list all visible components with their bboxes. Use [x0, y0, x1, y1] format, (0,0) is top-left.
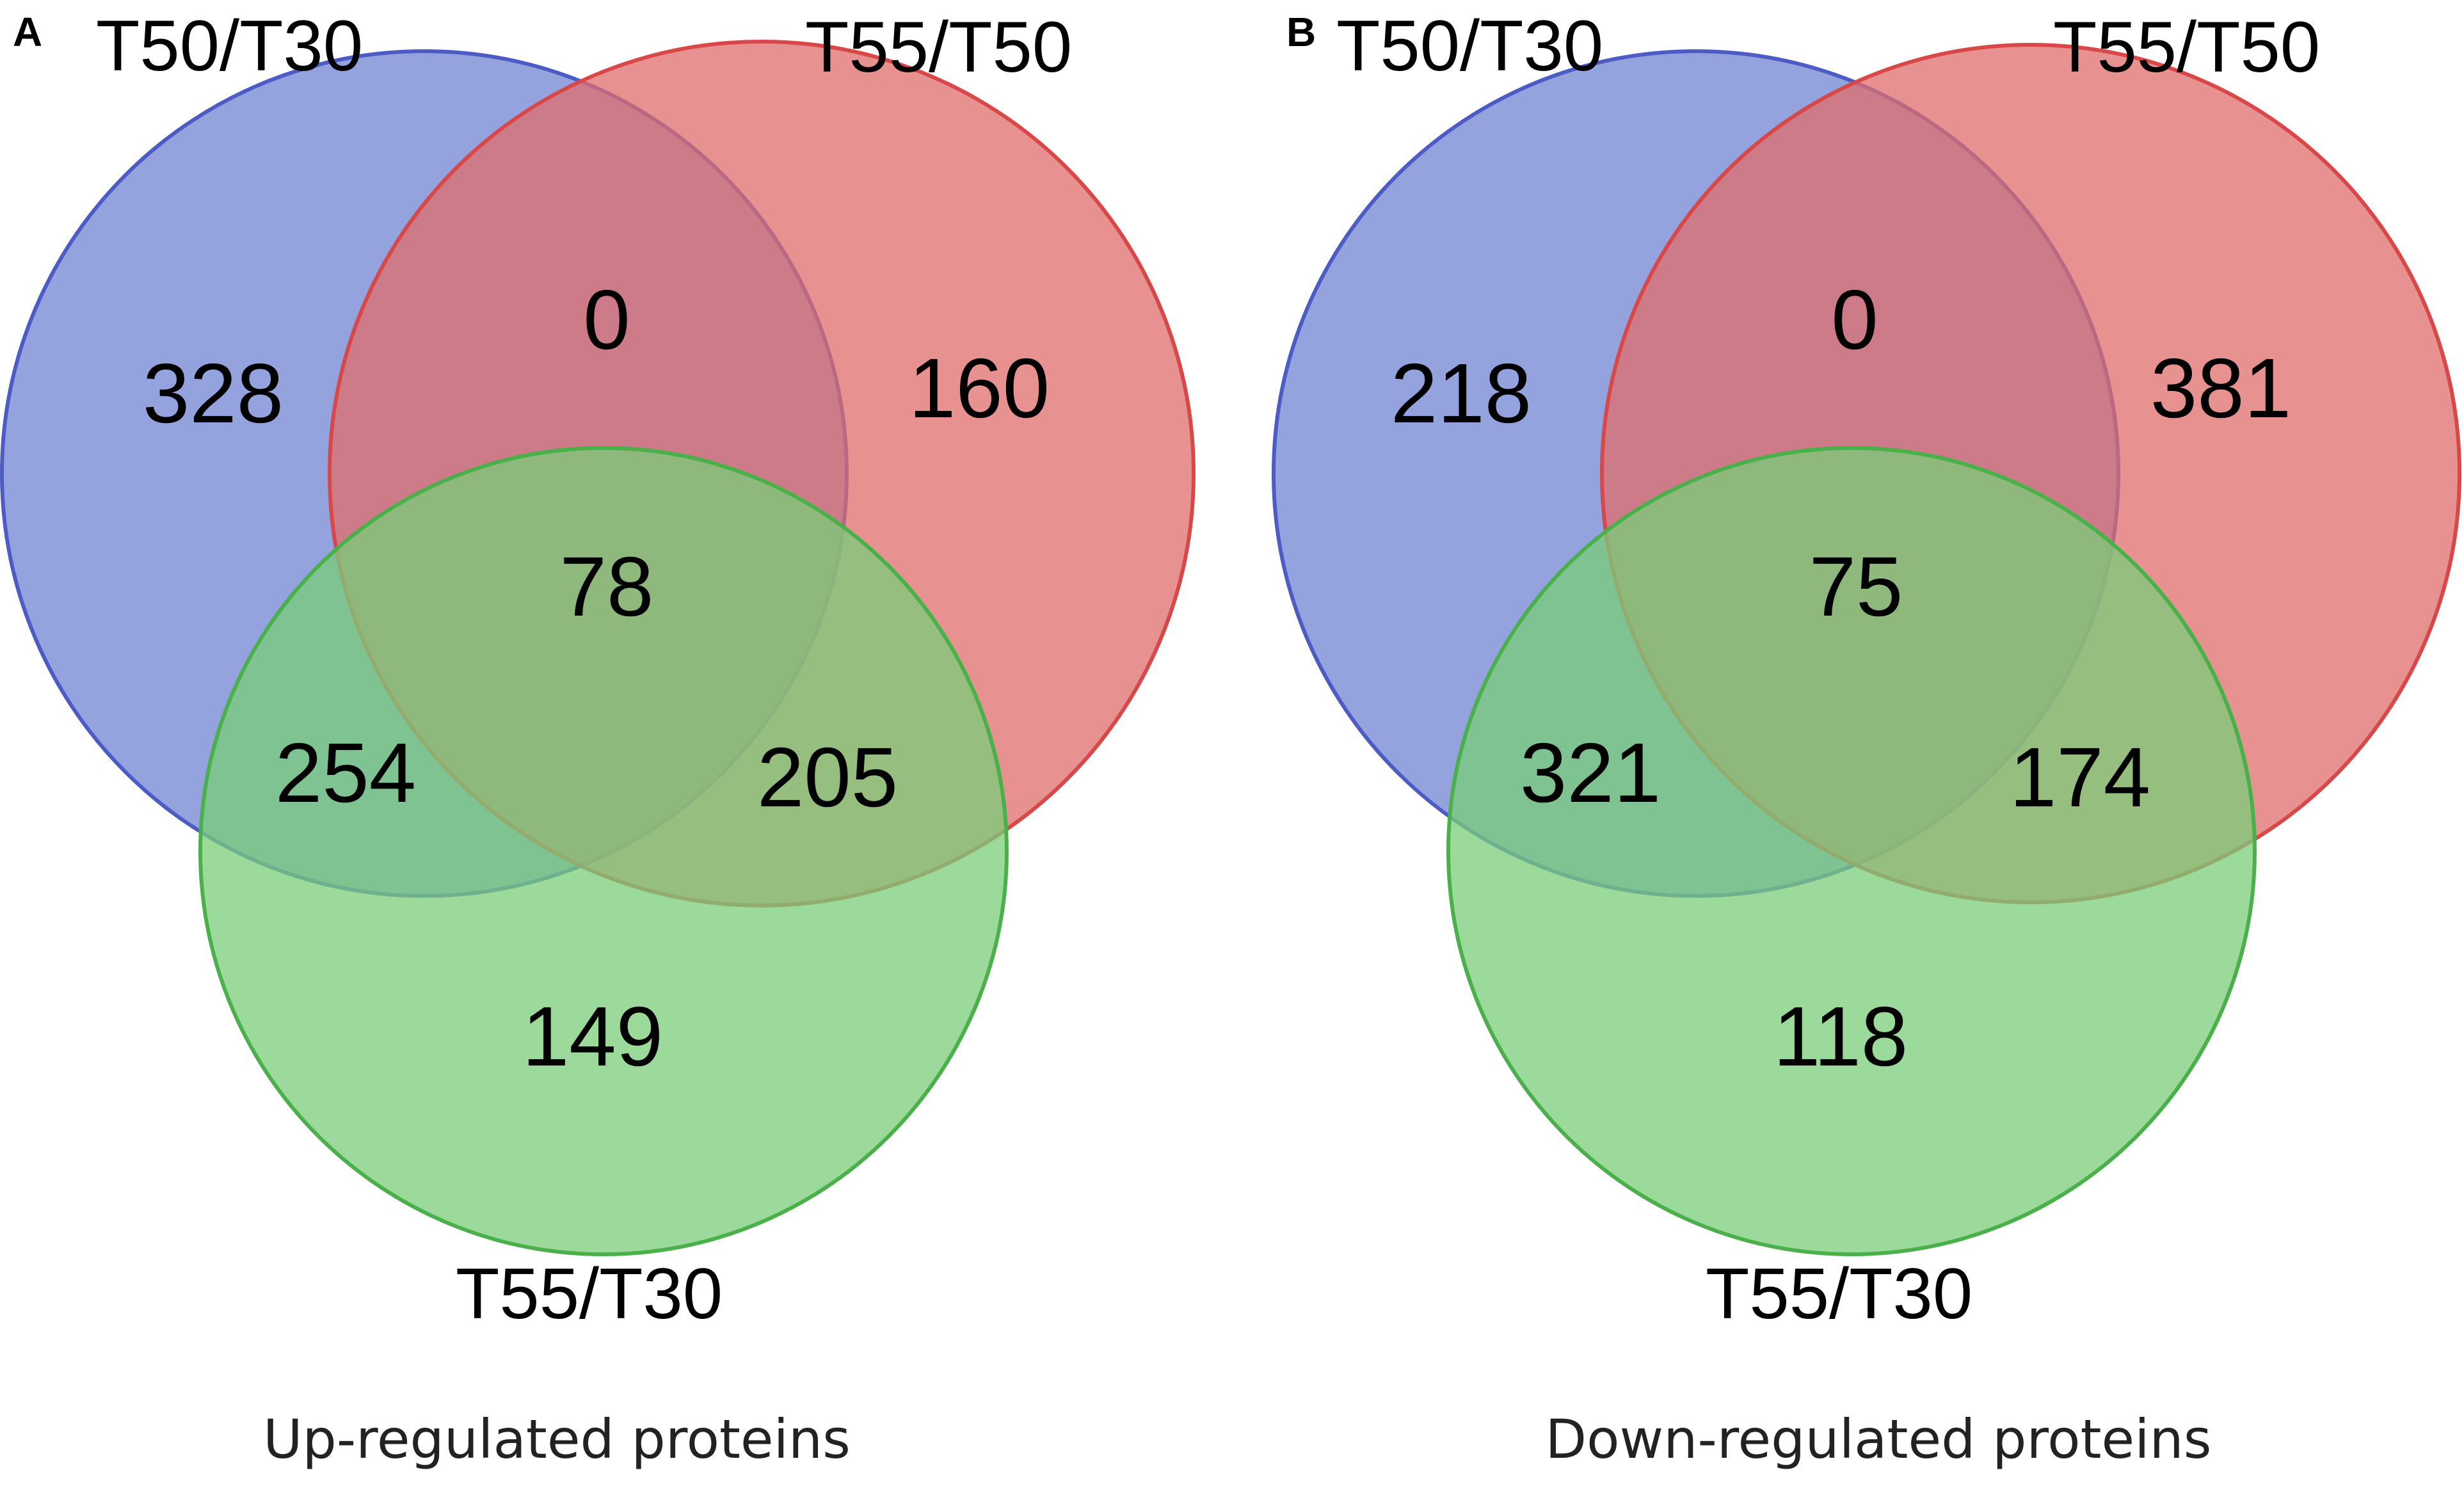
panel-a-count-bc: 205 [757, 730, 898, 824]
panel-b-count-ac: 321 [1520, 726, 1661, 820]
panel-b-count-c-only: 118 [1773, 989, 1908, 1083]
panel-a-count-ac: 254 [275, 726, 416, 820]
panel-a-letter: A [13, 9, 42, 55]
panel-b-count-b-only: 381 [2150, 341, 2291, 435]
panel-b-caption: Down-regulated proteins [1545, 1408, 2211, 1471]
panel-a-count-b-only: 160 [909, 341, 1050, 435]
panel-b-set-c-circle [1446, 446, 2257, 1256]
panel-b-set-b-set-a-label: T50/T30 [1336, 6, 1603, 86]
panel-b-count-ab: 0 [1831, 273, 1878, 367]
panel-a-set-b-label: T55/T50 [805, 7, 1072, 87]
panel-b-count-bc: 174 [2010, 730, 2150, 824]
panel-b-letter: B [1286, 9, 1316, 55]
panel-a-set-c-circle [198, 446, 1009, 1256]
panel-a: A T50/T30 T55/T50 T55/T30 328 0 160 78 2… [0, 6, 1196, 1471]
panel-b: B T50/T30 T55/T50 T55/T30 218 0 381 75 3… [1272, 6, 2461, 1471]
panel-b-count-a-only: 218 [1391, 346, 1532, 440]
panel-a-set-c-label: T55/T30 [456, 1254, 723, 1334]
panel-a-count-c-only: 149 [522, 989, 663, 1083]
panel-b-count-abc: 75 [1809, 539, 1903, 634]
panel-b-set-c-label: T55/T30 [1706, 1254, 1972, 1334]
panel-b-set-b-label: T55/T50 [2053, 7, 2320, 87]
panel-a-set-a-label: T50/T30 [96, 6, 363, 86]
panel-a-caption: Up-regulated proteins [263, 1408, 851, 1471]
panel-a-count-abc: 78 [560, 539, 654, 634]
panel-a-count-ab: 0 [583, 273, 630, 367]
panel-a-count-a-only: 328 [143, 346, 284, 440]
